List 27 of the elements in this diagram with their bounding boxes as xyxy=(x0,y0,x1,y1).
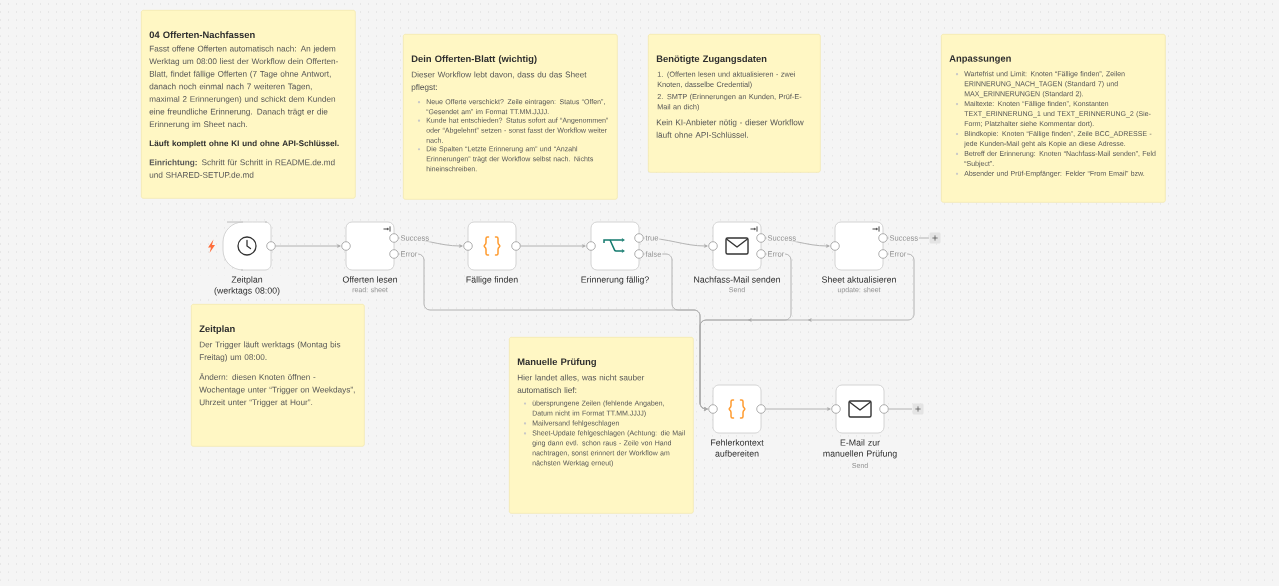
node-label: Fällige finden xyxy=(464,275,520,286)
note-text: Einrichtung: Schritt für Schritt in README.de.md und SHARED-SETUP.de.md xyxy=(149,159,335,178)
node-label: Erinnerung fällig? xyxy=(579,275,651,286)
note-heading: Manuelle Prüfung xyxy=(517,358,596,367)
note-text: Ändern: diesen Knoten öffnen - Wochentage unter “Trigger on Weekdays”, Uhrzeit unter “Trigger at Hour”. xyxy=(199,373,355,407)
note-text: Hier landet alles, was nicht sauber automatisch lief: xyxy=(517,374,645,394)
note-heading: Zeitplan xyxy=(199,325,235,334)
note-text: Dieser Workflow lebt davon, dass du das Sheet pflegst: xyxy=(411,71,587,92)
node-label: Zeitplan (werktags 08:00) xyxy=(198,275,296,297)
arrow xyxy=(275,244,341,248)
node-label: Nachfass-Mail senden xyxy=(692,275,782,284)
arrow xyxy=(765,407,831,411)
note-heading: Benötigte Zugangsdaten xyxy=(656,55,767,64)
note-text: Der Trigger läuft werktags (Montag bis Freitag) um 08:00. xyxy=(199,341,341,362)
note-text: Läuft komplett ohne KI und ohne API-Schlüssel. xyxy=(149,140,339,148)
connector-line xyxy=(888,408,913,410)
node-label: Fehlerkontext aufbereiten xyxy=(696,438,778,458)
arrow xyxy=(643,237,708,248)
node-label: Offerten lesen xyxy=(341,275,399,284)
note-heading: Anpassungen xyxy=(949,55,1011,64)
note-text: Fasst offene Offerten automatisch nach: An jedem Werktag um 08:00 liest der Workflow dein Offerten-Blatt, findet fällige Offerten (7 Tage ohne Antwort, danach noch einmal nach 7 weiteren Tagen, maximal 2 Erinnerungen) und schickt dem Kunden eine freundliche Erinnerung. Danach trägt er die Erinnerung im Sheet nach. xyxy=(149,45,338,129)
note-heading: Dein Offerten-Blatt (wichtig) xyxy=(411,55,537,64)
arrow xyxy=(699,253,915,411)
node-label: Sheet aktualisieren xyxy=(820,275,898,284)
arrow xyxy=(520,244,586,248)
note-heading: 04 Offerten-Nachfassen xyxy=(149,31,255,39)
note-text: Kein KI-Anbieter nötig - dieser Workflow läuft ohne API-Schlüssel. xyxy=(656,119,804,138)
